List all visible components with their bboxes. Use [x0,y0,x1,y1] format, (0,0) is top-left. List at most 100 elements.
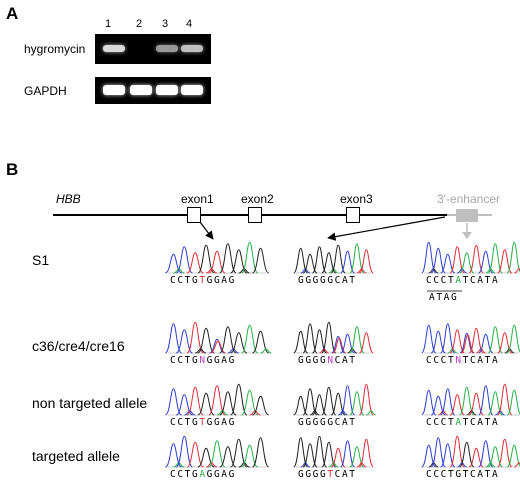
gel-band [103,85,125,95]
base-sequence: CCCTGTCATA [426,469,499,480]
chromatogram-peak [331,335,345,354]
base-letter: C [433,275,441,286]
base-letter: A [221,469,229,480]
chromatogram [165,435,270,468]
base-letter: C [440,469,448,480]
chromatogram-peak [210,340,226,354]
base-letter: C [433,417,441,428]
chromatogram-peak [487,391,503,416]
base-letter: G [327,417,335,428]
chromatogram-peak [197,392,215,416]
chromatogram-peak [312,394,327,416]
base-letter: G [312,469,320,480]
gel-band [156,85,178,95]
base-letter: G [312,275,320,286]
lane-number: 4 [185,18,193,30]
enhancer-arrow-head [462,232,472,239]
base-sequence: CCCTATCATA [426,275,499,286]
chromatogram-peak [440,443,456,468]
row-label-non-targeted: non targeted allele [32,395,148,411]
base-letter: A [491,469,500,480]
base-letter: T [184,417,192,428]
base-letter: C [433,355,441,366]
chromatogram-peak [230,249,248,274]
base-sequence: CCCTATCATA [426,417,499,428]
base-letter: A [221,355,229,366]
base-letter: A [199,469,207,480]
base-letter: A [491,417,500,428]
chromatogram [421,241,520,274]
chromatogram-peak [430,330,446,354]
chromatogram-peak [359,249,374,274]
base-letter: A [341,275,350,286]
base-letter: T [184,469,192,480]
gel-row-label: hygromycin [24,42,86,56]
base-letter: C [177,469,185,480]
chromatogram-peak [249,410,261,416]
base-letter: C [426,275,434,286]
base-letter: C [170,417,178,428]
base-letter: A [477,469,485,480]
gel-hygromycin [95,34,211,64]
base-letter: C [440,355,448,366]
base-letter: T [484,355,492,366]
base-letter: T [199,275,207,286]
chromatogram-peak [302,443,318,468]
base-letter: G [305,355,313,366]
base-letter: G [298,417,306,428]
base-sequence: CCTGNGGAG [170,355,236,366]
chromatogram [421,383,520,416]
chromatogram-peak [260,348,272,354]
chromatogram-peak [330,392,346,416]
base-letter: C [177,417,185,428]
base-letter: G [228,417,236,428]
chromatogram [165,383,269,416]
base-letter: T [447,417,456,428]
chromatogram-peak [468,447,484,468]
base-letter: N [455,355,463,366]
chromatogram-peak [197,327,215,354]
base-letter: C [426,417,434,428]
chromatogram-peak [514,462,520,468]
chromatogram-peak [293,437,309,468]
base-letter: A [455,275,463,286]
chromatogram-peak [506,444,520,468]
chromatogram-peak [468,327,484,354]
gene-label: HBB [56,192,81,206]
lane-number: 2 [135,18,143,30]
base-letter: A [221,417,229,428]
base-letter: A [491,355,500,366]
exon3-label: exon3 [340,192,373,206]
base-letter: C [170,469,178,480]
chromatogram-peak [302,253,318,274]
base-letter: G [312,417,320,428]
chromatogram [293,243,374,274]
base-letter: A [477,355,485,366]
base-letter: A [491,275,500,286]
chromatogram-peak [186,252,204,274]
chromatogram-peak [311,435,327,468]
base-letter: G [213,469,222,480]
chromatogram-peak [165,388,182,416]
base-letter: G [327,275,335,286]
chromatogram-peak [186,321,204,354]
chromatogram-peak [293,395,308,416]
base-sequence: CCTGAGGAG [170,469,236,480]
chromatogram-peak [478,385,494,416]
chromatogram-peak [302,323,318,354]
base-letter: G [305,469,313,480]
chromatogram-peak [430,395,446,416]
chromatogram-peak [311,246,327,274]
base-letter: A [341,417,350,428]
chromatogram-peak [358,438,374,468]
chromatogram-peak [478,440,494,468]
row-label-clones: c36/cre4/cre16 [32,338,125,354]
chromatogram-peak [349,243,365,274]
base-letter: T [447,355,456,366]
base-letter: T [462,355,470,366]
base-letter: T [184,355,192,366]
base-letter: C [177,355,185,366]
base-letter: T [484,469,492,480]
base-letter: G [319,355,328,366]
exon3-arrow [327,216,446,241]
